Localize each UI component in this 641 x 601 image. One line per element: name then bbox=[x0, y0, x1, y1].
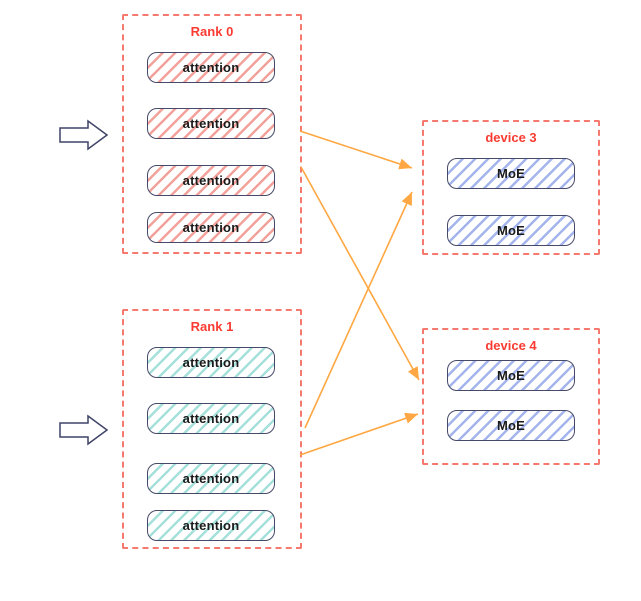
moe-block: MoE bbox=[447, 360, 575, 391]
connector-rank1-to-device3 bbox=[304, 191, 413, 429]
group-title: device 3 bbox=[485, 130, 537, 145]
connector-rank0-to-device3 bbox=[299, 130, 413, 170]
attention-block: attention bbox=[147, 403, 275, 434]
connector-rank1-to-device4 bbox=[299, 412, 419, 456]
group-title: Rank 0 bbox=[190, 24, 234, 39]
group-rank-0: Rank 0 attention attention attention attent… bbox=[122, 14, 302, 254]
group-device-4: device 4 MoE MoE bbox=[422, 328, 600, 465]
group-title: device 4 bbox=[485, 338, 537, 353]
attention-block: attention bbox=[147, 510, 275, 541]
attention-block: attention bbox=[147, 347, 275, 378]
attention-block: attention bbox=[147, 108, 275, 139]
moe-block: MoE bbox=[447, 410, 575, 441]
attention-block: attention bbox=[147, 52, 275, 83]
input-arrow-icon bbox=[59, 414, 109, 446]
group-device-3: device 3 MoE MoE bbox=[422, 120, 600, 255]
attention-block: attention bbox=[147, 212, 275, 243]
moe-block: MoE bbox=[447, 215, 575, 246]
group-title: Rank 1 bbox=[190, 319, 234, 334]
attention-block: attention bbox=[147, 165, 275, 196]
moe-block: MoE bbox=[447, 158, 575, 189]
group-rank-1: Rank 1 attention attention attention attent… bbox=[122, 309, 302, 549]
attention-block: attention bbox=[147, 463, 275, 494]
connector-rank0-to-device4 bbox=[300, 166, 420, 381]
input-arrow-icon bbox=[59, 119, 109, 151]
connector-arrows bbox=[299, 130, 420, 456]
